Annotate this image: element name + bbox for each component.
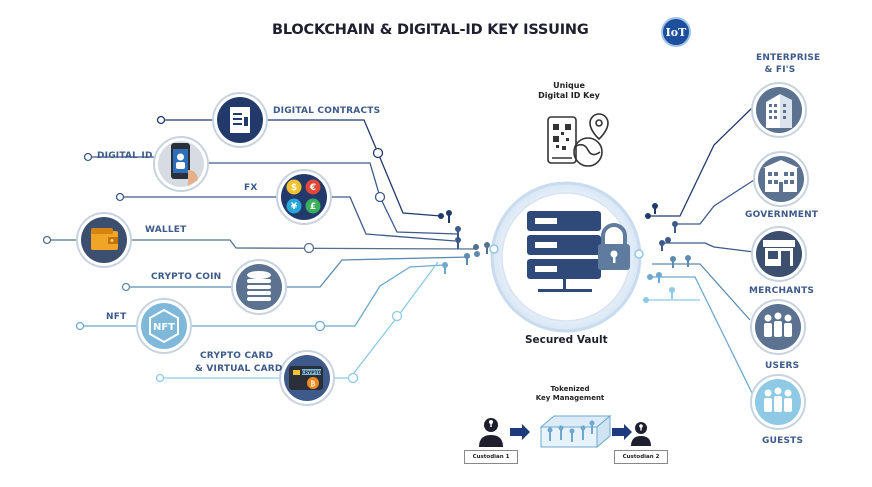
label-enterprise-line1: ENTERPRISE — [756, 53, 821, 63]
unique-key-label-line1: Unique — [553, 81, 585, 90]
government-icon — [753, 151, 809, 207]
arrow-right-icon-2 — [612, 424, 632, 440]
secured-vault — [489, 181, 644, 333]
page-title: BLOCKCHAIN & DIGITAL-ID KEY ISSUING — [272, 22, 589, 38]
key-management-label: Tokenized Key Management — [530, 385, 610, 403]
nft-icon: NFT — [136, 298, 192, 354]
custodian-1-icon — [479, 418, 503, 447]
svg-text:¥: ¥ — [291, 202, 298, 212]
custodian-1-box: Custodian 1 — [464, 450, 518, 464]
crypto-coin-icon — [231, 259, 287, 315]
label-digital-id: DIGITAL ID — [97, 151, 153, 161]
label-crypto-coin: CRYPTO COIN — [151, 272, 222, 282]
right-key-pins — [643, 203, 691, 303]
unique-key-label-line2: Digital ID Key — [538, 91, 600, 100]
unique-key-label: Unique Digital ID Key — [530, 81, 608, 101]
label-guests: GUESTS — [762, 436, 804, 446]
crypto-card-icon: CRYPTO ₿ — [279, 350, 335, 406]
left-key-pins — [438, 210, 490, 274]
arrow-right-icon — [510, 424, 530, 440]
svg-text:$: $ — [291, 183, 297, 193]
fx-icon: $ € ¥ £ — [276, 169, 332, 225]
svg-text:₿: ₿ — [311, 380, 316, 388]
right-connectors — [645, 107, 755, 394]
left-connectors — [47, 119, 477, 379]
wallet-icon — [76, 212, 132, 268]
unique-digital-id-icon — [547, 113, 609, 167]
secured-vault-label: Secured Vault — [525, 334, 608, 346]
iot-logo: IoT — [661, 17, 691, 47]
merchants-icon — [751, 226, 807, 282]
users-icon — [750, 299, 806, 355]
label-wallet: WALLET — [145, 225, 187, 235]
nft-icon-text: NFT — [153, 322, 175, 333]
left-nodes — [42, 115, 403, 384]
crypto-card-icon-text: CRYPTO — [302, 370, 322, 376]
label-enterprise-line2: & FI'S — [764, 65, 796, 75]
custodian-2-icon — [631, 422, 651, 446]
key-management-line1: Tokenized — [550, 385, 590, 393]
label-fx: FX — [244, 183, 258, 193]
svg-text:€: € — [309, 183, 316, 193]
label-nft: NFT — [106, 312, 127, 322]
custodian-2-box: Custodian 2 — [614, 450, 668, 464]
enterprise-icon — [751, 82, 807, 138]
key-box-icon — [539, 414, 612, 449]
guests-icon — [750, 374, 806, 430]
padlock-icon — [598, 223, 630, 270]
label-merchants: MERCHANTS — [749, 286, 815, 296]
label-users: USERS — [765, 361, 800, 371]
key-management-line2: Key Management — [535, 394, 605, 402]
key-management-diagram — [479, 414, 651, 449]
label-government: GOVERNMENT — [745, 210, 819, 220]
label-digital-contracts: DIGITAL CONTRACTS — [273, 106, 381, 116]
svg-text:£: £ — [310, 202, 316, 212]
digital-contracts-icon — [212, 92, 268, 148]
label-crypto-card-line1: CRYPTO CARD — [200, 351, 274, 361]
server-icon — [527, 211, 601, 292]
label-crypto-card-line2: & VIRTUAL CARD — [195, 364, 283, 374]
digital-id-icon — [153, 136, 209, 192]
